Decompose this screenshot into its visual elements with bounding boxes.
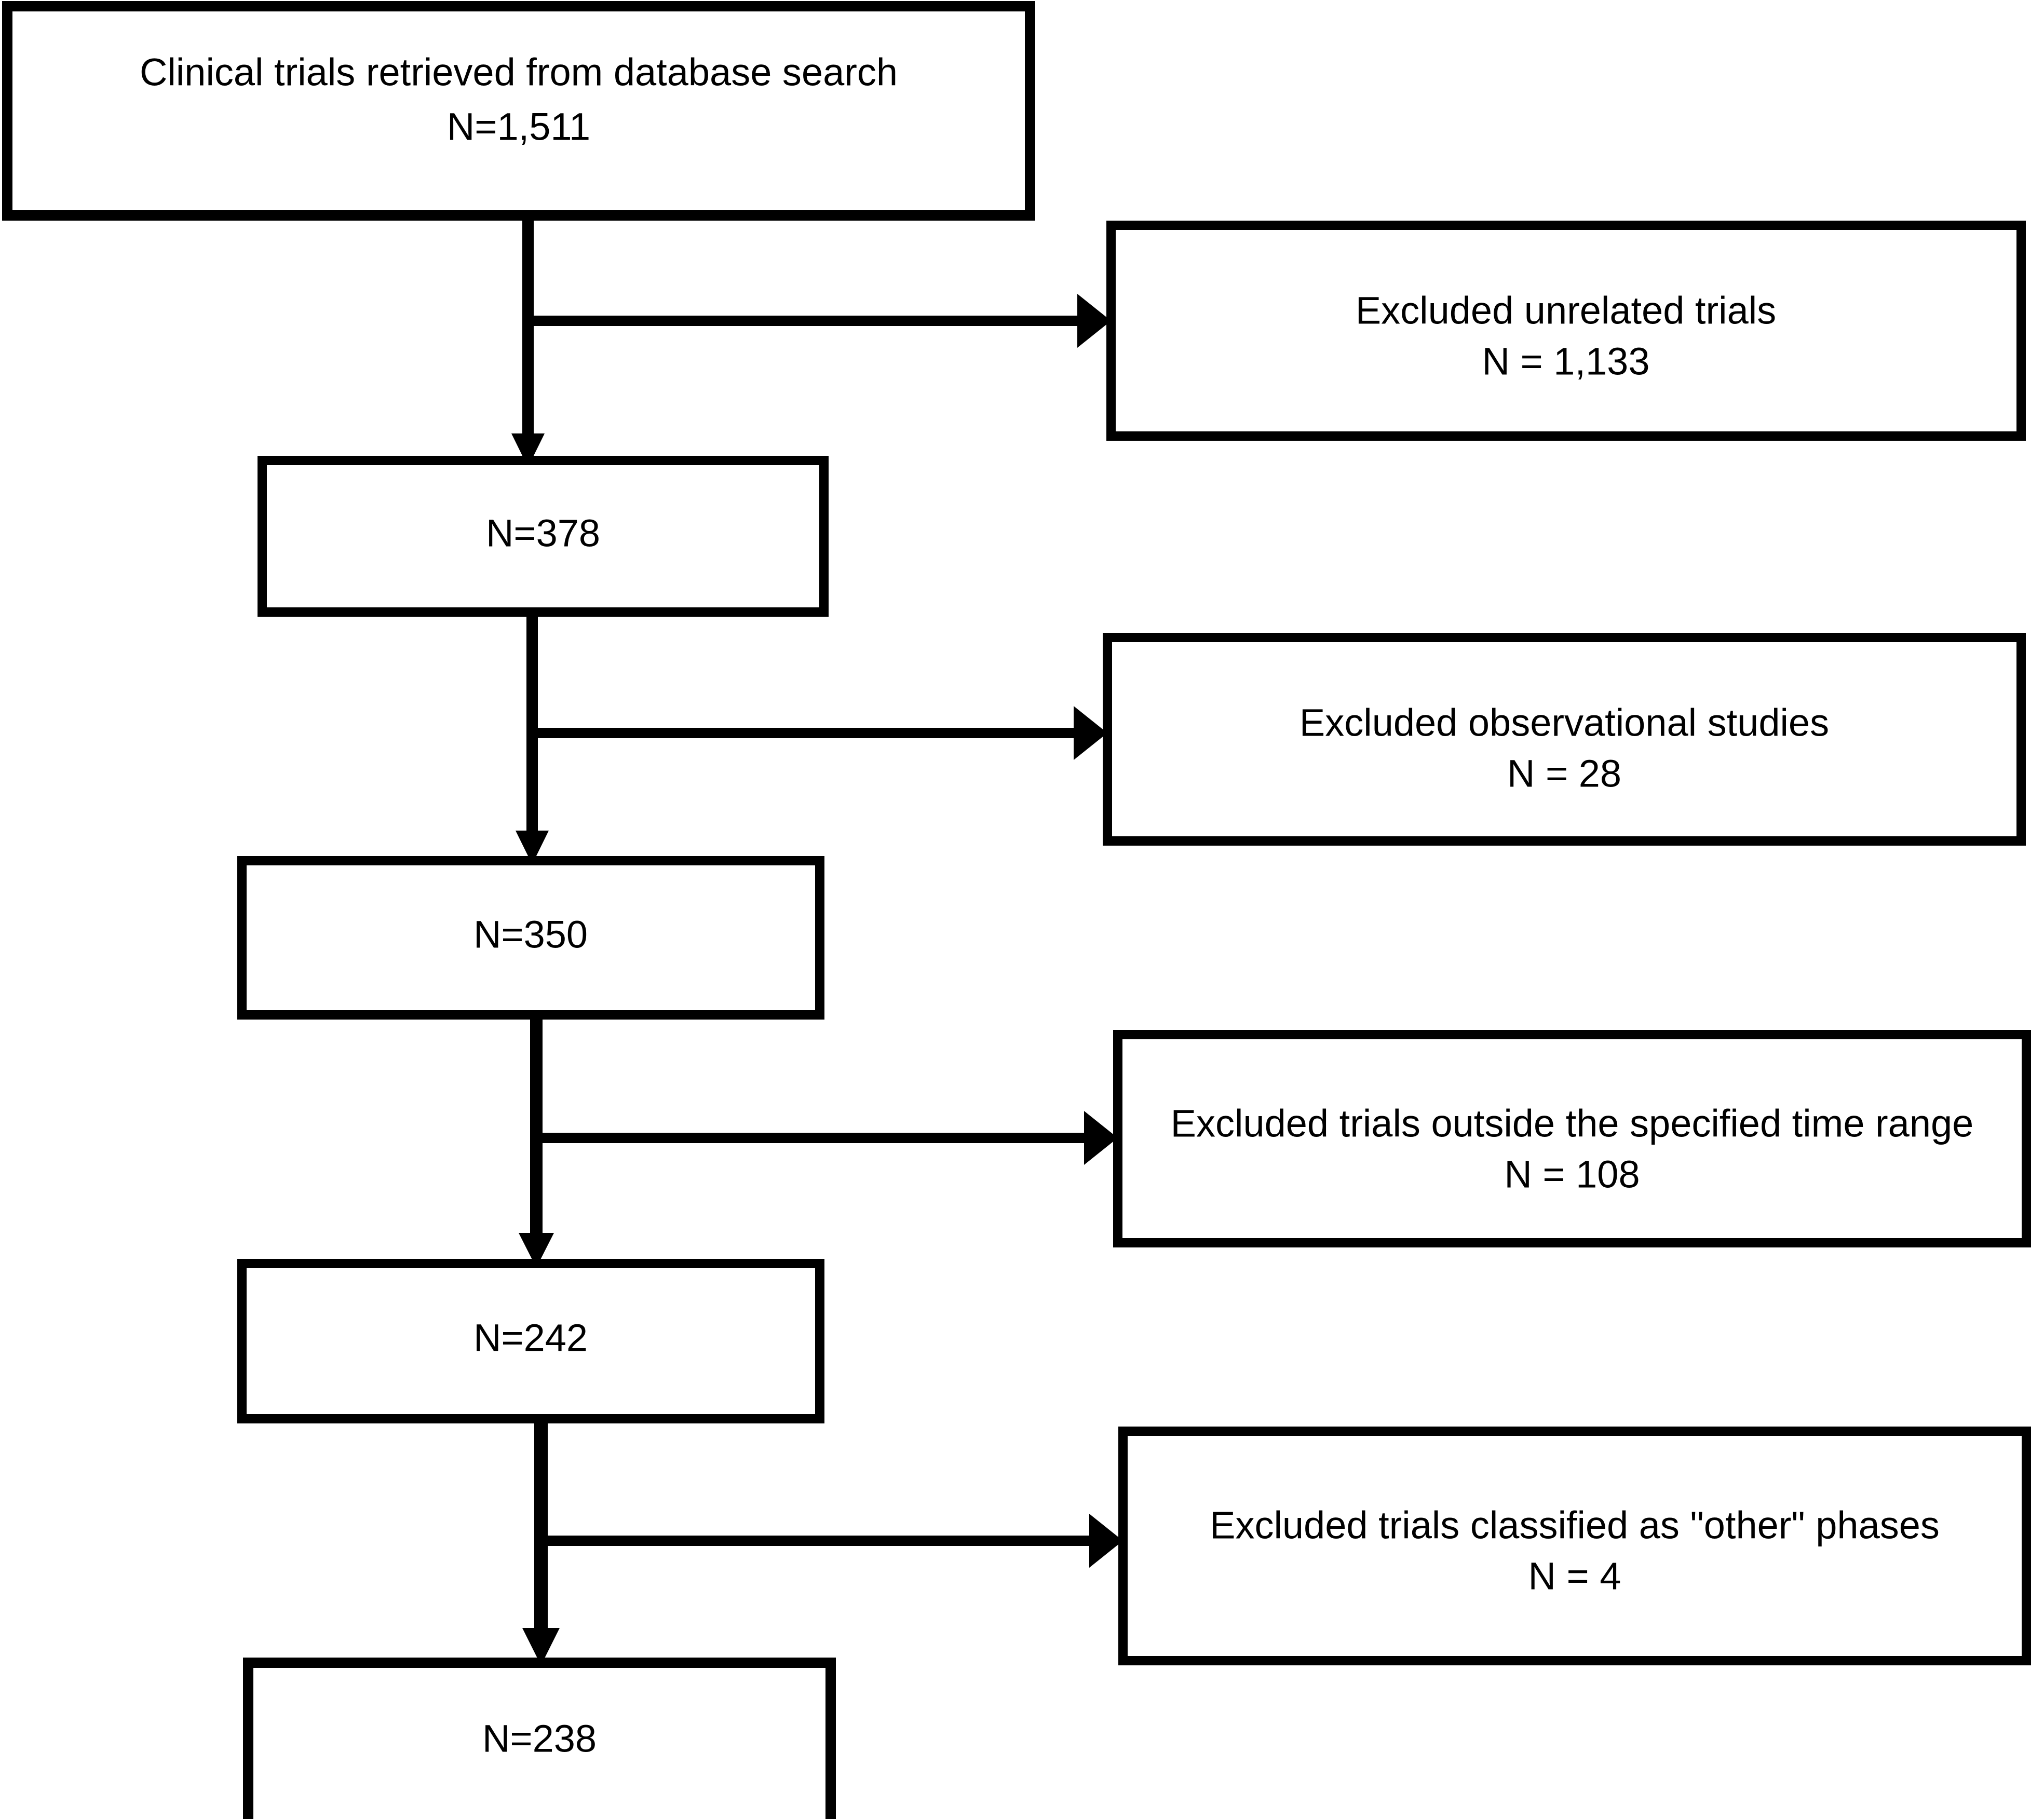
node-excluded-time-range-line2: N = 108 — [1504, 1153, 1640, 1196]
node-after-observational[interactable]: N=350 — [237, 856, 824, 1020]
node-after-unrelated-count: N=378 — [486, 512, 600, 555]
node-excluded-unrelated[interactable]: Excluded unrelated trials N = 1,133 — [1106, 221, 2026, 441]
node-excluded-observational-line2: N = 28 — [1507, 752, 1621, 795]
connector-branch-unrelated — [528, 294, 1111, 348]
node-excluded-time-range[interactable]: Excluded trials outside the specified ti… — [1113, 1030, 2031, 1247]
node-after-unrelated[interactable]: N=378 — [258, 456, 829, 617]
connector-branch-time-range — [536, 1111, 1118, 1165]
node-excluded-other-phases[interactable]: Excluded trials classified as "other" ph… — [1118, 1427, 2031, 1665]
node-excluded-unrelated-line1: Excluded unrelated trials — [1356, 289, 1776, 332]
connector-retrieved-to-378 — [511, 215, 545, 467]
node-retrieved[interactable]: Clinical trials retrieved from database … — [2, 1, 1035, 221]
node-excluded-time-range-line1: Excluded trials outside the specified ti… — [1171, 1102, 1974, 1145]
node-after-time-range[interactable]: N=242 — [237, 1259, 824, 1423]
node-retrieved-line2: N=1,511 — [447, 105, 590, 148]
node-final-included-count: N=238 — [482, 1717, 597, 1760]
node-excluded-observational[interactable]: Excluded observational studies N = 28 — [1103, 633, 2026, 846]
node-excluded-other-phases-line1: Excluded trials classified as "other" ph… — [1210, 1504, 1940, 1547]
node-final-included[interactable]: N=238 — [243, 1658, 836, 1819]
connector-242-to-238 — [522, 1419, 560, 1665]
node-retrieved-line1: Clinical trials retrieved from database … — [140, 51, 898, 94]
node-after-observational-count: N=350 — [473, 913, 588, 956]
node-excluded-unrelated-line2: N = 1,133 — [1482, 340, 1650, 383]
node-after-time-range-count: N=242 — [473, 1316, 588, 1360]
connector-branch-other-phases — [541, 1514, 1123, 1568]
node-excluded-observational-line1: Excluded observational studies — [1300, 701, 1829, 744]
node-excluded-other-phases-line2: N = 4 — [1528, 1555, 1621, 1598]
connector-branch-observational — [532, 706, 1107, 760]
